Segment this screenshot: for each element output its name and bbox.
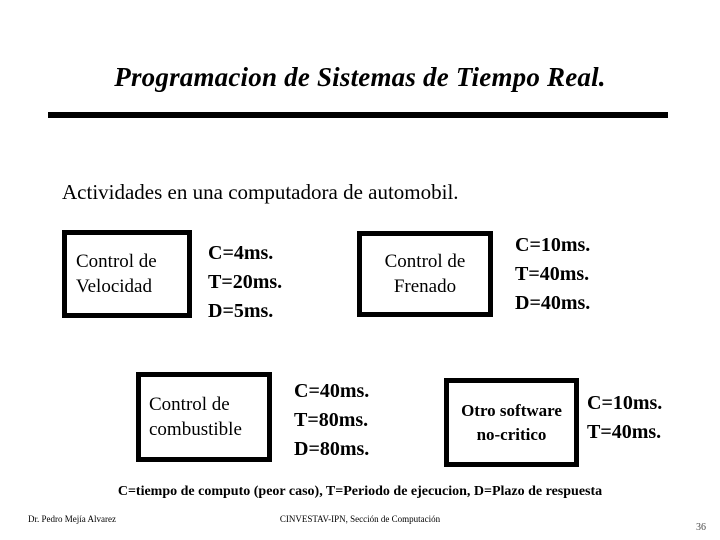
activity-box-label-line1: Control de [384,251,466,272]
timing-period: T=80ms. [294,409,369,431]
timing-deadline: D=40ms. [515,292,591,314]
activity-box-label-line2: Velocidad [76,276,152,297]
activity-box-label-line2: no-critico [476,424,547,444]
timing-deadline: D=80ms. [294,438,370,460]
timing-period: T=40ms. [587,421,662,443]
activity-box-control-combustible: Control de combustible [136,372,272,462]
activity-box-label-line1: Control de [76,251,157,272]
timing-params-control-velocidad: C=4ms. T=20ms. D=5ms. [208,239,282,326]
footer-organization: CINVESTAV-IPN, Sección de Computación [279,514,441,524]
activity-box-control-velocidad: Control de Velocidad [62,230,192,318]
activity-box-label-line2: Frenado [393,276,457,297]
legend-note: C=tiempo de computo (peor caso), T=Perio… [117,484,603,499]
timing-compute-time: C=10ms. [587,392,663,414]
activity-box-control-frenado: Control de Frenado [357,231,493,317]
timing-compute-time: C=10ms. [515,234,591,256]
timing-deadline: D=5ms. [208,300,274,322]
activity-box-label-line1: Control de [149,394,230,415]
timing-params-otro-software-no-critico: C=10ms. T=40ms. [587,389,662,447]
activity-box-label-line2: combustible [149,419,242,440]
timing-compute-time: C=40ms. [294,380,370,402]
timing-period: T=20ms. [208,271,283,293]
footer-author: Dr. Pedro Mejía Alvarez [28,514,116,524]
activity-box-label-line1: Otro software [461,400,562,420]
activity-box-otro-software-no-critico: Otro software no-critico [444,378,579,467]
page-title: Programacion de Sistemas de Tiempo Real. [114,62,606,92]
timing-compute-time: C=4ms. [208,242,274,264]
timing-period: T=40ms. [515,263,590,285]
timing-params-control-combustible: C=40ms. T=80ms. D=80ms. [294,377,369,464]
slide-subtitle: Actividades en una computadora de automo… [62,180,459,204]
timing-params-control-frenado: C=10ms. T=40ms. D=40ms. [515,231,590,318]
title-divider [48,112,668,118]
footer-page-number: 36 [696,522,706,533]
